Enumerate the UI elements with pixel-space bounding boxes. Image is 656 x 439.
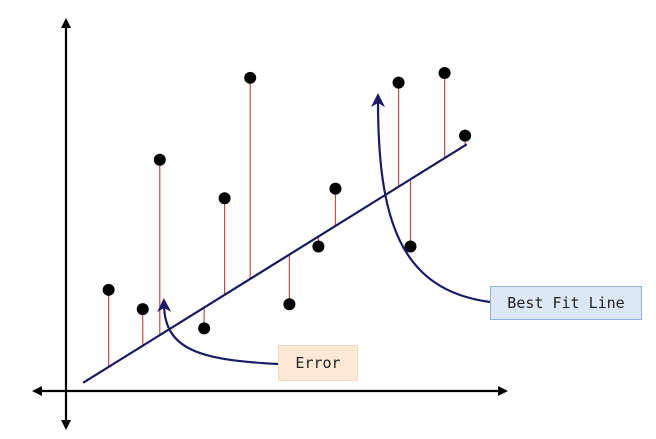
data-point xyxy=(153,153,166,166)
data-points xyxy=(102,67,472,335)
data-point xyxy=(329,182,342,195)
best-fit-line-label: Best Fit Line xyxy=(490,286,642,320)
residual-lines xyxy=(108,73,466,367)
data-point xyxy=(459,129,472,142)
data-point xyxy=(392,76,405,89)
best-fit-line-label-text: Best Fit Line xyxy=(507,294,625,312)
data-point xyxy=(404,240,417,253)
error-label: Error xyxy=(278,345,358,381)
data-point xyxy=(218,192,231,205)
data-point xyxy=(438,67,451,79)
best-fit-line xyxy=(82,143,468,384)
data-point xyxy=(283,298,296,311)
error-pointer-arrow xyxy=(157,298,279,366)
data-point xyxy=(244,71,257,84)
data-point xyxy=(198,322,211,335)
error-label-text: Error xyxy=(295,354,341,372)
data-point xyxy=(102,283,115,296)
data-point xyxy=(312,240,325,253)
best-fit-pointer-arrow xyxy=(371,93,491,304)
data-point xyxy=(136,303,149,316)
